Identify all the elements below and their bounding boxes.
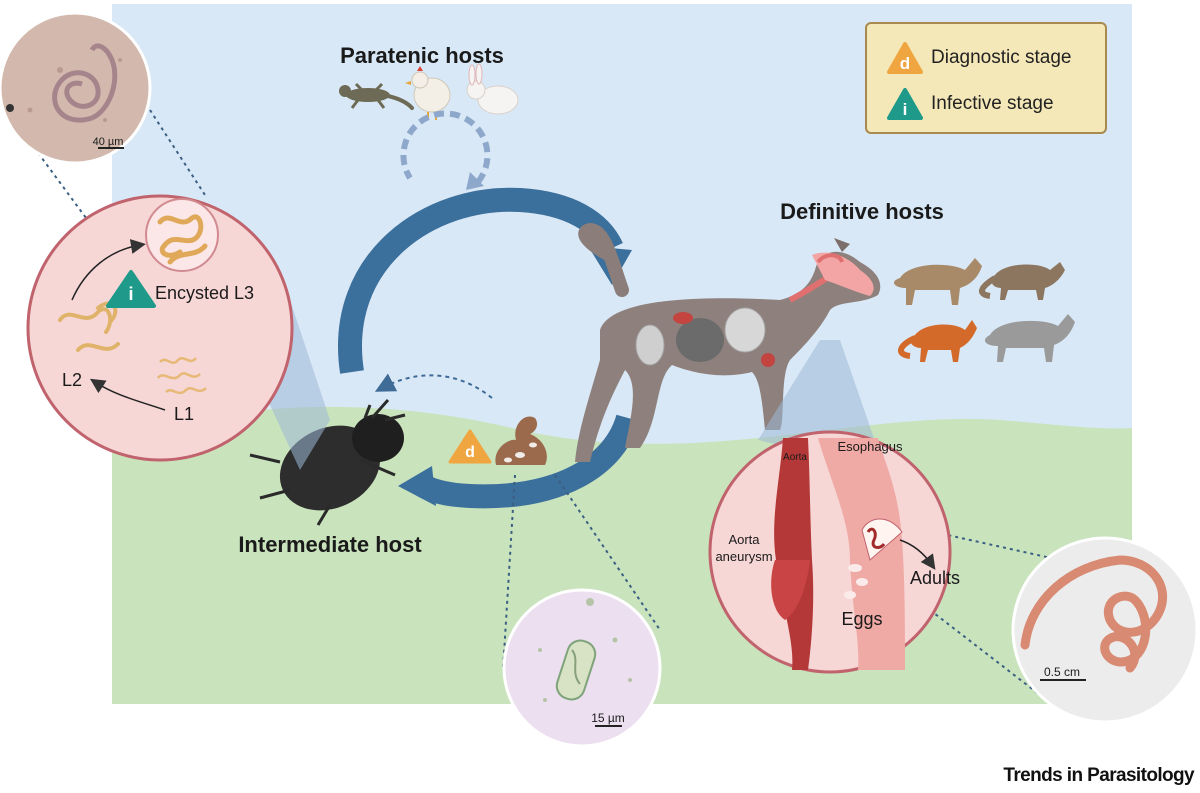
l3-micrograph: 40 µm (0, 11, 152, 165)
aorta-aneurysm-label-2: aneurysm (715, 549, 772, 564)
paratenic-loop-arrowhead (466, 172, 484, 190)
l3-label: Encysted L3 (155, 283, 254, 303)
l2-label: L2 (62, 370, 82, 390)
legend-diagnostic-row: d Diagnostic stage (885, 40, 1071, 76)
cycle-arrow-lower-head (398, 466, 436, 506)
dog-illustration (575, 222, 881, 462)
l3-infective-badge: i (106, 270, 156, 308)
feces-to-beetle-arrow (374, 373, 493, 399)
cycle-arrow-upper (338, 187, 623, 374)
red-fox-icon (898, 320, 977, 362)
wolf-icon (984, 314, 1075, 362)
connector-egg-micrograph-2 (554, 474, 661, 631)
diagnostic-stage-icon: d (887, 42, 923, 74)
svg-text:d: d (900, 54, 910, 73)
aorta-aneurysm-label-1: Aorta (728, 532, 760, 547)
feces-icon (495, 416, 547, 465)
connector-egg-micrograph-1 (502, 474, 516, 671)
egg-scale-bar-label: 15 µm (591, 711, 625, 725)
feces-diagnostic-badge: d (448, 429, 492, 464)
paratenic-hosts-title: Paratenic hosts (340, 43, 504, 68)
legend-infective-label: Infective stage (931, 93, 1054, 114)
legend-diagnostic-label: Diagnostic stage (931, 47, 1072, 68)
gray-fox-icon (979, 262, 1065, 300)
svg-text:d: d (465, 444, 475, 461)
cycle-arrow-lower (415, 414, 640, 509)
l3-scale-bar-label: 40 µm (93, 136, 124, 148)
adult-scale-bar-label: 0.5 cm (1044, 665, 1080, 679)
aorta-label: Aorta (783, 452, 807, 463)
esophagus-inset (708, 430, 952, 674)
intermediate-host-title: Intermediate host (238, 532, 422, 557)
journal-credit: Trends in Parasitology (1003, 765, 1194, 786)
coyote-icon (893, 258, 982, 305)
legend-infective-row: i Infective stage (885, 86, 1054, 122)
l1-label: L1 (174, 404, 194, 424)
rabbit-icon (466, 63, 519, 115)
egg-micrograph: 15 µm (502, 588, 662, 748)
connector-l3-micrograph-2 (149, 109, 206, 196)
legend-box: d Diagnostic stage i Infective stage (865, 22, 1107, 134)
svg-text:i: i (903, 100, 908, 119)
svg-text:i: i (128, 284, 133, 304)
adults-label: Adults (910, 568, 960, 588)
infective-stage-icon: i (887, 88, 923, 120)
eggs-label: Eggs (841, 609, 882, 629)
definitive-hosts-title: Definitive hosts (780, 199, 944, 224)
larval-development-inset (26, 194, 294, 462)
lizard-icon (339, 82, 414, 110)
esophagus-label: Esophagus (837, 439, 903, 454)
connector-adult-photo-2 (929, 609, 1041, 696)
adult-worm-photo: 0.5 cm (1011, 536, 1199, 724)
